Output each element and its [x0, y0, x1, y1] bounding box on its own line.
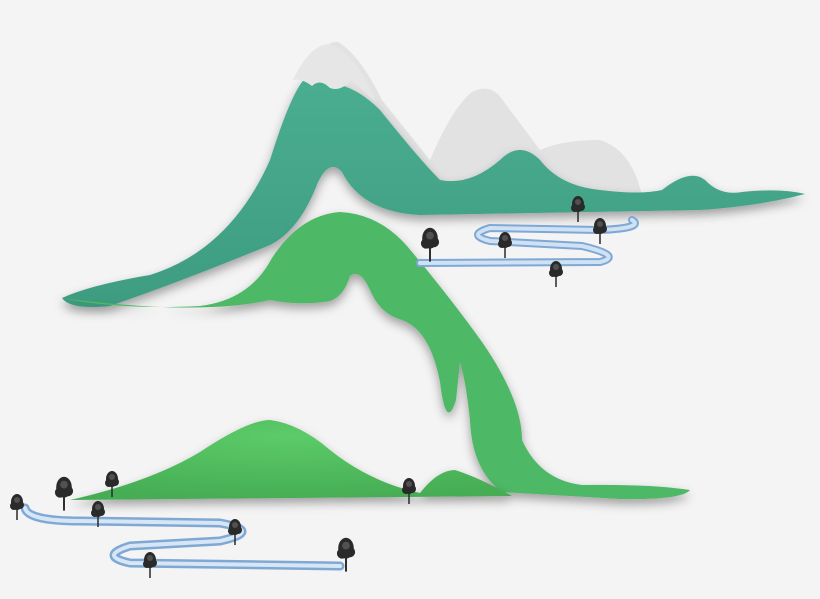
- front-green-hill: [70, 420, 512, 500]
- tree-icon: [593, 218, 607, 244]
- tree-icon: [91, 501, 105, 527]
- snow-cap: [293, 44, 376, 102]
- tree-icon: [549, 261, 563, 287]
- lower-river: [20, 503, 345, 571]
- tree-icon: [498, 232, 512, 258]
- middle-green-mountain: [62, 212, 690, 500]
- tree-icon: [143, 552, 157, 578]
- tree-icon: [54, 476, 74, 511]
- tree-icon: [228, 519, 242, 545]
- tree-icon: [571, 196, 585, 222]
- teal-mountain: [62, 73, 805, 307]
- upper-river: [416, 216, 639, 267]
- tree-icon: [10, 494, 24, 520]
- tree-icon: [336, 537, 356, 572]
- tree-icon: [402, 478, 416, 504]
- tree-icon: [105, 471, 119, 497]
- trees: [10, 196, 607, 578]
- tree-icon: [420, 227, 440, 262]
